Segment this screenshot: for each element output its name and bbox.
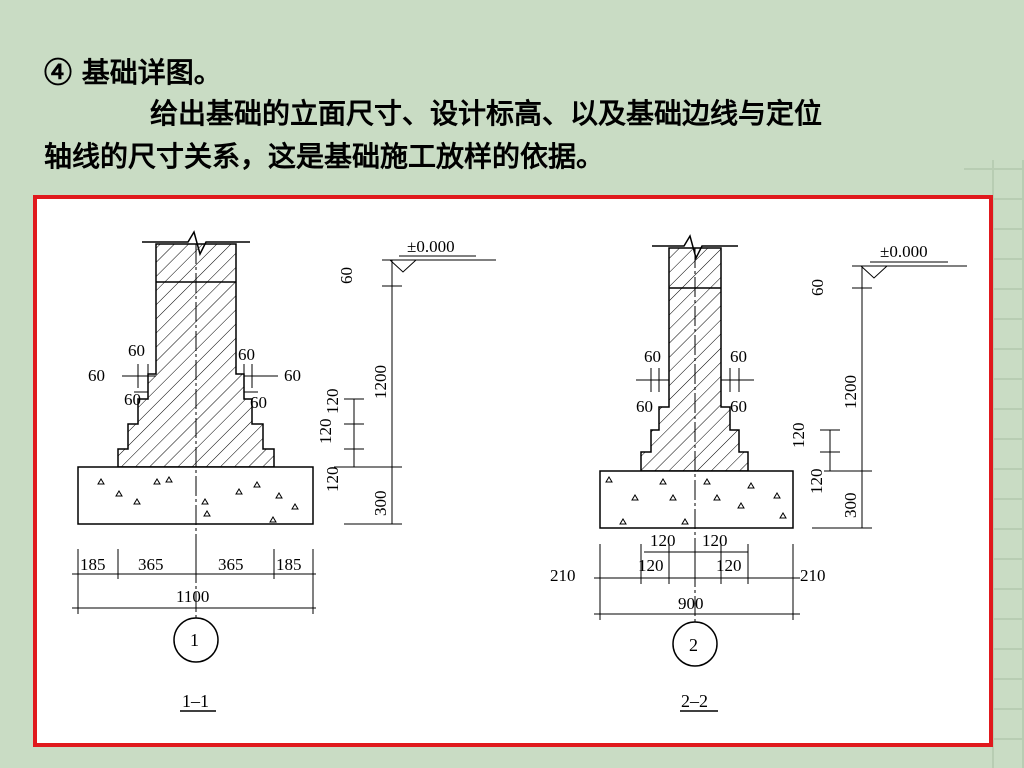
axis-bubble-1 bbox=[173, 617, 219, 663]
elevation-mark-2 bbox=[859, 261, 967, 279]
dim-300-1: 300 bbox=[371, 491, 390, 517]
vertical-dims-1 bbox=[334, 259, 402, 525]
dim-120-a-2: 120 bbox=[789, 423, 808, 449]
dim-120-left-2: 120 bbox=[638, 556, 664, 575]
drawing-frame: ±0.000 60 1200 120 120 120 300 60 60 60 … bbox=[33, 195, 993, 747]
dim-210-left-2: 210 bbox=[550, 566, 576, 585]
step-dim-2-l2: 60 bbox=[636, 397, 653, 416]
dim-1200-2: 1200 bbox=[841, 375, 860, 409]
step-dim-2-r2: 60 bbox=[730, 397, 747, 416]
dim-upper-120-left-2: 120 bbox=[650, 531, 676, 550]
foundation-drawings: ±0.000 60 1200 120 120 120 300 60 60 60 … bbox=[72, 230, 967, 712]
concrete-footing-2 bbox=[599, 470, 794, 529]
elevation-label-1: ±0.000 bbox=[407, 237, 455, 256]
axis-bubble-2 bbox=[672, 621, 718, 667]
section-1-1 bbox=[72, 230, 496, 712]
step-dim-l3: 60 bbox=[124, 390, 141, 409]
step-dim-2-r1: 60 bbox=[730, 347, 747, 366]
bottom-dims-1 bbox=[72, 549, 316, 614]
step-dim-r3: 60 bbox=[250, 393, 267, 412]
bottom-dims-2 bbox=[594, 544, 800, 620]
step-dims-left bbox=[122, 364, 278, 393]
aggregate-dots-2 bbox=[605, 476, 787, 525]
step-dim-2-l1: 60 bbox=[644, 347, 661, 366]
elevation-label-2: ±0.000 bbox=[880, 242, 928, 261]
dim-300-2: 300 bbox=[841, 493, 860, 519]
dim-120-right-2: 120 bbox=[716, 556, 742, 575]
dim-total-1: 1100 bbox=[176, 587, 209, 606]
axis-label-1: 1 bbox=[190, 630, 199, 650]
dim-120-c-1: 120 bbox=[323, 467, 342, 493]
section-label-2: 2–2 bbox=[681, 691, 708, 711]
step-dims-right bbox=[636, 368, 754, 392]
dim-210-right-2: 210 bbox=[800, 566, 826, 585]
dim-365-right-1: 365 bbox=[218, 555, 244, 574]
intro-text-line-1: 给出基础的立面尺寸、设计标高、以及基础边线与定位 bbox=[150, 97, 823, 130]
slide-heading: ④ 基础详图。 bbox=[44, 56, 222, 89]
step-dim-r2: 60 bbox=[284, 366, 301, 385]
dim-120-b-2: 120 bbox=[807, 469, 826, 495]
step-dim-l1: 60 bbox=[128, 341, 145, 360]
dim-365-left-1: 365 bbox=[138, 555, 164, 574]
aggregate-dots bbox=[97, 476, 299, 523]
dim-upper-120-right-2: 120 bbox=[702, 531, 728, 550]
dim-185-left-1: 185 bbox=[80, 555, 106, 574]
dim-1200-1: 1200 bbox=[371, 365, 390, 399]
section-label-1: 1–1 bbox=[182, 691, 209, 711]
intro-text-line-2: 轴线的尺寸关系，这是基础施工放样的依据。 bbox=[44, 140, 605, 173]
elevation-mark-1 bbox=[388, 255, 496, 273]
dim-60-vert-1: 60 bbox=[337, 267, 356, 284]
dim-total-2: 900 bbox=[678, 594, 704, 613]
section-2-2 bbox=[594, 234, 967, 712]
step-dim-r1: 60 bbox=[238, 345, 255, 364]
break-line bbox=[142, 230, 250, 257]
dim-120-a-1: 120 bbox=[323, 389, 342, 415]
vertical-dims-2 bbox=[812, 265, 872, 529]
dim-60-vert-2: 60 bbox=[808, 279, 827, 296]
axis-label-2: 2 bbox=[689, 635, 698, 655]
break-line-2 bbox=[652, 234, 738, 261]
step-dim-l2: 60 bbox=[88, 366, 105, 385]
dim-120-b-1: 120 bbox=[316, 419, 335, 445]
dim-185-right-1: 185 bbox=[276, 555, 302, 574]
